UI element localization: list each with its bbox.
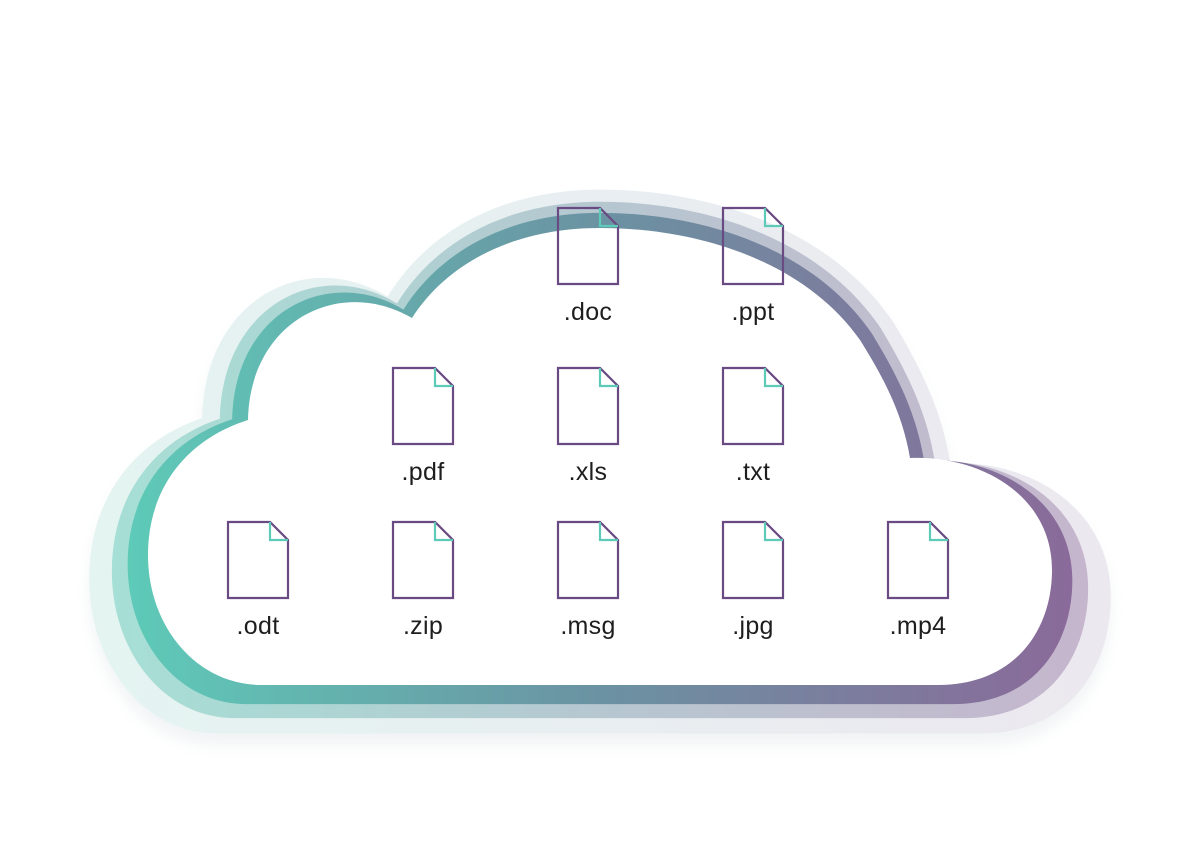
file-icon	[556, 206, 620, 286]
file-zip: .zip	[363, 520, 483, 660]
file-txt: .txt	[693, 366, 813, 506]
file-icon	[721, 206, 785, 286]
file-msg: .msg	[528, 520, 648, 660]
file-jpg: .jpg	[693, 520, 813, 660]
file-icon	[556, 366, 620, 446]
file-icon	[721, 520, 785, 600]
file-icon	[391, 520, 455, 600]
file-icon	[886, 520, 950, 600]
file-odt: .odt	[198, 520, 318, 660]
file-label: .zip	[402, 612, 444, 640]
file-label: .xls	[568, 458, 608, 486]
file-doc: .doc	[528, 206, 648, 346]
file-icon	[391, 366, 455, 446]
file-icon	[226, 520, 290, 600]
file-pdf: .pdf	[363, 366, 483, 506]
file-label: .ppt	[731, 298, 775, 326]
file-label: .pdf	[401, 458, 445, 486]
file-label: .mp4	[889, 612, 947, 640]
file-label: .msg	[560, 612, 616, 640]
file-label: .doc	[563, 298, 613, 326]
file-icon	[721, 366, 785, 446]
file-ppt: .ppt	[693, 206, 813, 346]
file-mp4: .mp4	[858, 520, 978, 660]
file-label: .jpg	[732, 612, 774, 640]
file-icon	[556, 520, 620, 600]
file-label: .txt	[735, 458, 771, 486]
file-xls: .xls	[528, 366, 648, 506]
file-label: .odt	[236, 612, 280, 640]
cloud-interior	[148, 228, 1052, 685]
